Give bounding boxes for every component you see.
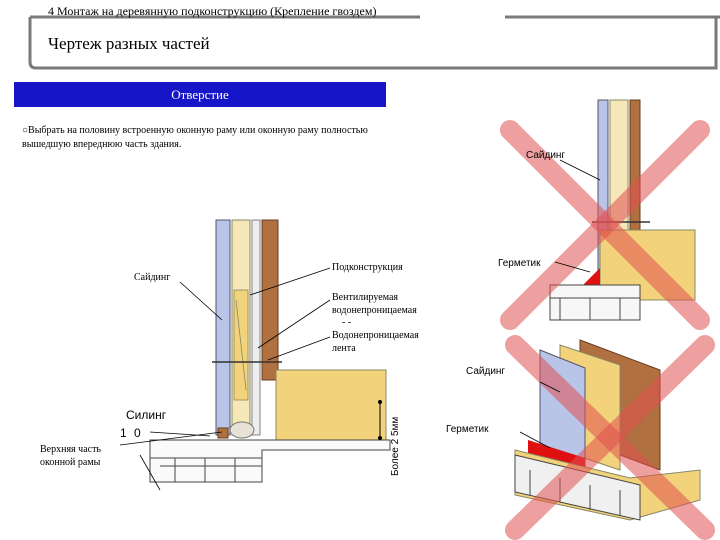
label-tape: лента [332,343,356,354]
label-more-than: Более 2 5мм [390,416,401,476]
label-ventilated: Вентилируемая [332,292,398,303]
header-frame [28,15,720,70]
label-window-top1: Верхняя часть [40,444,101,455]
slide-title: Чертеж разных частей [48,34,210,53]
label-sealant-bottom-right: Герметик [446,424,489,435]
label-waterproof1: водонепроницаемая [332,305,417,316]
label-ten: 1 0 [120,426,143,440]
section-heading: Отверстие [171,87,229,102]
slide-subtitle: 4 Монтаж на деревянную подконструкцию (К… [48,4,377,18]
label-siding-left: Сайдинг [134,272,171,283]
label-sealant-top-right: Герметик [498,258,541,269]
label-siding-top-right: Сайдинг [526,150,566,161]
label-window-top2: оконной рамы [40,457,101,468]
label-waterproof2: Водонепроницаемая [332,330,419,341]
label-dash: - - [342,317,352,328]
section-heading-bar: Отверстие [14,82,386,107]
bullet-text: ○Выбрать на половину встроенную оконную … [22,125,368,150]
label-sealing: Силинг [126,408,167,422]
label-substructure: Подконструкция [332,262,403,273]
label-siding-bottom-right: Сайдинг [466,366,506,377]
